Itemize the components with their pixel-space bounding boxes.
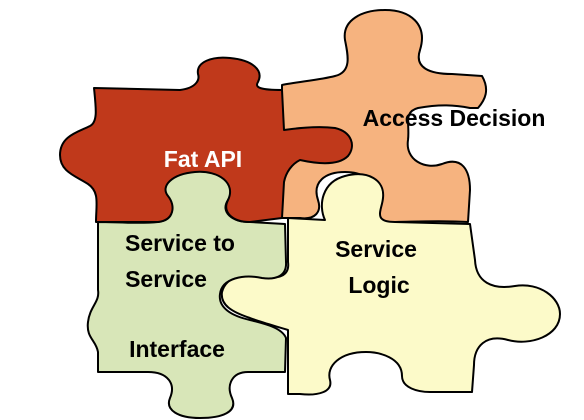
service-logic-label-line2: Logic — [348, 272, 410, 298]
access-decision-label: Access Decision — [363, 105, 546, 131]
service-interface-label-line2: Service — [125, 266, 207, 292]
service-interface-label-line3: Interface — [129, 336, 225, 362]
fat-api-label: Fat API — [164, 146, 242, 172]
service-interface-label-line1: Service to — [125, 230, 235, 256]
puzzle-piece-fat-api — [59, 56, 353, 223]
service-logic-label-line1: Service — [335, 236, 417, 262]
puzzle-piece-service-logic — [220, 173, 561, 396]
